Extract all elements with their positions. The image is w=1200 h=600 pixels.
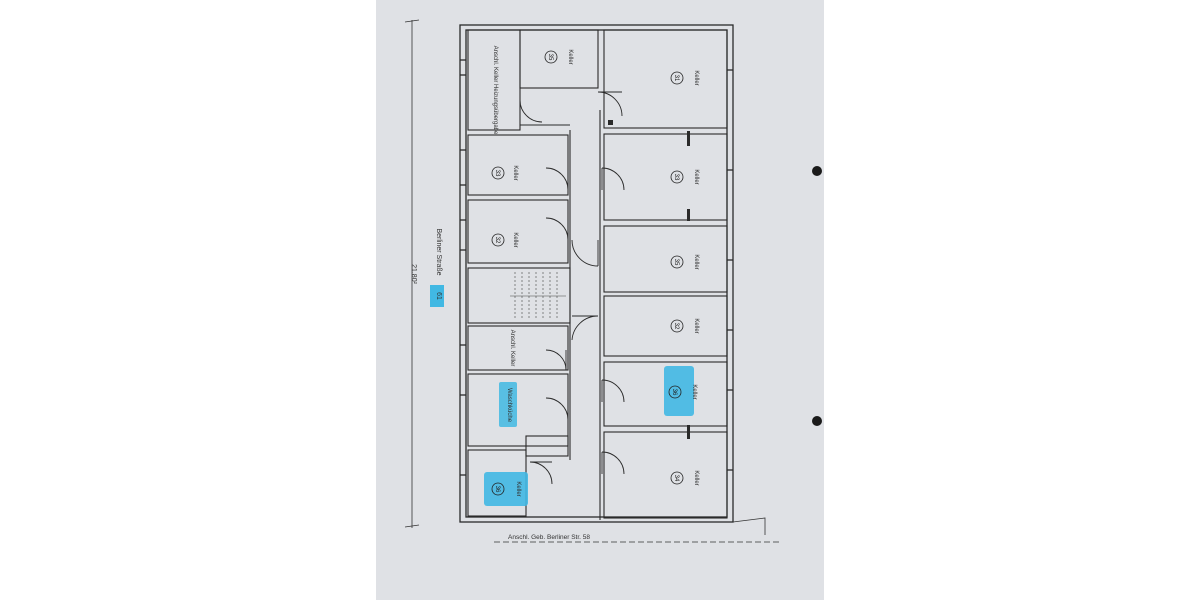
room-label-0: Anschl. Keller Heizungsübergabe (492, 46, 498, 135)
dimension-text: 21.80² (410, 264, 417, 285)
room-number-9: 36 (671, 389, 677, 396)
street-number: 61 (435, 292, 442, 300)
room-label-7: Keller (693, 318, 699, 333)
room-number-4: 33 (673, 174, 679, 181)
dimension-line (404, 19, 420, 528)
punch-hole-bottom (812, 416, 822, 426)
street-number-tag (430, 285, 444, 307)
outer-walls (459, 24, 734, 523)
room-label-9: Keller (691, 384, 697, 399)
room-label-2: Keller (693, 70, 699, 85)
room-label-5: Keller (512, 232, 518, 247)
room-numbers (491, 50, 684, 496)
room-label-12: Keller (515, 481, 521, 496)
room-label-10: Waschküche (506, 388, 512, 423)
room-label-1: Keller (567, 49, 573, 64)
room-labels: Anschl. Keller Heizungsübergabe Keller K… (492, 46, 699, 497)
right-rooms (603, 29, 728, 519)
room-number-texts: 35 31 33 33 32 35 32 36 34 36 (494, 54, 679, 493)
wall-stubs (608, 120, 690, 439)
room-number-6: 35 (673, 259, 679, 266)
room-label-8: Anschl. Keller (509, 330, 515, 367)
room-number-7: 32 (673, 323, 679, 330)
room-number-11: 34 (673, 475, 679, 482)
room-number-3: 33 (494, 170, 500, 177)
left-rooms (467, 29, 599, 517)
street-label: Berliner Straße (435, 228, 442, 275)
room-number-12: 36 (494, 486, 500, 493)
room-label-11: Keller (693, 470, 699, 485)
room-number-5: 32 (494, 237, 500, 244)
room-label-3: Keller (512, 165, 518, 180)
highlights (484, 366, 694, 506)
room-number-2: 31 (673, 75, 679, 82)
punch-hole-top (812, 166, 822, 176)
room-number-1: 35 (547, 54, 553, 61)
corridor-walls (520, 87, 601, 520)
room-label-4: Keller (693, 169, 699, 184)
staircase (510, 272, 566, 320)
ground-line (494, 517, 780, 543)
room-label-6: Keller (693, 254, 699, 269)
bottom-label: Anschl. Geb. Berliner Str. 58 (508, 534, 590, 541)
door-swings (519, 91, 625, 485)
